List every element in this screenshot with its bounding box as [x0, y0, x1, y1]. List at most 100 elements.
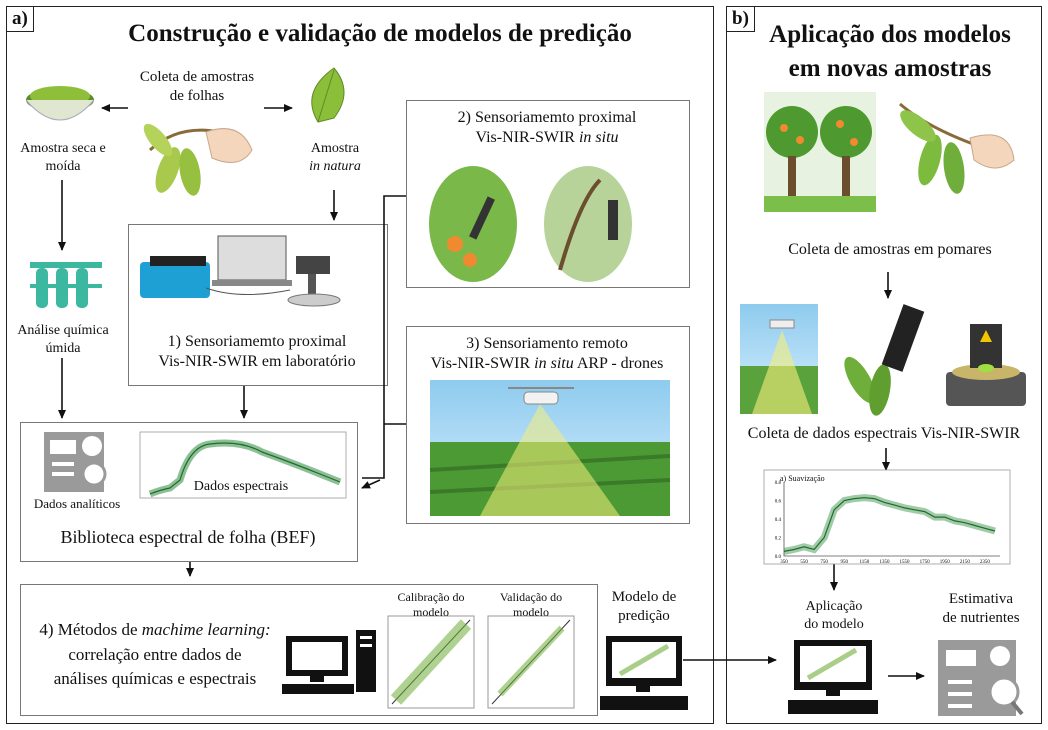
- proximal-sensing-label: 2) Sensoriamemto proximal Vis-NIR-SWIR i…: [406, 108, 688, 148]
- panel-b-title-line1: Aplicação dos modelos: [769, 21, 1011, 48]
- ml-line3: análises químicas e espectrais: [53, 669, 257, 689]
- proximal-line2-b: in situ: [578, 129, 619, 146]
- orange-orchard-image: [764, 92, 876, 212]
- validation-label: Validação do modelo: [484, 590, 578, 620]
- flow-arrows: [58, 104, 925, 680]
- dry-sample-line2: moída: [45, 158, 81, 174]
- model-application-line2: do modelo: [804, 616, 864, 632]
- calibration-line2: modelo: [413, 605, 449, 619]
- spectral-data-label: Dados espectrais: [186, 478, 296, 496]
- remote-line2-b: in situ: [534, 355, 574, 372]
- proximal-line2-a: Vis-NIR-SWIR: [475, 129, 579, 146]
- leaf-probe-icon: [844, 304, 925, 416]
- ml-line1: 4) Métodos de machime learning:: [24, 618, 286, 643]
- chart-marks: 350 550 750 950 1150 1350 1550 1750 1950 2150 2350…: [775, 481, 1000, 565]
- remote-sensing-label: 3) Sensoriamento remoto Vis-NIR-SWIR in …: [406, 334, 688, 374]
- validation-line2: modelo: [513, 605, 549, 619]
- y-tick-label: 0.0: [775, 555, 782, 560]
- validation-scatter-plot: [487, 615, 575, 709]
- nutrient-line2: de nutrientes: [942, 609, 1020, 626]
- hand-leaves-icon: [143, 123, 253, 196]
- desktop-computer-icon: [282, 630, 376, 694]
- analytical-data-icon: [44, 432, 107, 492]
- model-application-label: Aplicação do modelo: [784, 598, 884, 633]
- remote-line2-c: ARP - drones: [573, 355, 664, 372]
- y-tick-label: 0.2: [775, 537, 782, 542]
- proximal-line1: 2) Sensoriamemto proximal: [457, 109, 637, 126]
- test-tubes-icon: [30, 262, 102, 308]
- fresh-sample-label: Amostra in natura: [290, 140, 380, 175]
- panel-b-tag: b): [726, 6, 755, 32]
- wet-chem-label: Análise química úmida: [8, 322, 118, 357]
- x-tick-label: 1950: [940, 560, 951, 565]
- library-label: Biblioteca espectral de folha (BEF): [60, 527, 316, 547]
- validation-line1: Validação do: [499, 590, 563, 604]
- x-tick-label: 950: [841, 560, 849, 565]
- drone-field-image: [740, 304, 818, 414]
- nutrient-estimate-label: Estimativa de nutrientes: [926, 590, 1036, 628]
- prediction-model-label: Modelo de predição: [594, 588, 694, 626]
- remote-line1: 3) Sensoriamento remoto: [466, 335, 628, 352]
- drone-scene: [429, 380, 671, 516]
- dry-sample-label: Amostra seca e moída: [8, 140, 118, 175]
- panel-b-title: Aplicação dos modelos em novas amostras: [740, 18, 1040, 86]
- dry-sample-line1: Amostra seca e: [20, 141, 106, 156]
- x-tick-label: 1750: [920, 560, 931, 565]
- fresh-sample-line2: in natura: [309, 158, 361, 174]
- lab-equipment-icon: [140, 235, 341, 307]
- chart-axes: [783, 482, 1000, 557]
- proximal-insitu-images: [429, 166, 632, 282]
- orchard-collection-label: Coleta de amostras em pomares: [788, 241, 992, 258]
- lab-sensing-line1: 1) Sensoriamemto proximal: [167, 333, 347, 350]
- prediction-monitor-icon: [600, 636, 688, 710]
- collection-label-line2: de folhas: [169, 87, 225, 104]
- spectral-collection-label: Coleta de dados espectrais Vis-NIR-SWIR: [747, 425, 1021, 442]
- x-tick-label: 550: [800, 560, 808, 565]
- lab-sensing-label: 1) Sensoriamemto proximal Vis-NIR-SWIR e…: [128, 332, 386, 372]
- fresh-leaf-icon: [311, 67, 345, 123]
- proximal-line2: Vis-NIR-SWIR in situ: [406, 128, 688, 148]
- y-tick-label: 0.4: [775, 518, 782, 523]
- remote-line2-a: Vis-NIR-SWIR: [430, 355, 535, 372]
- nutrient-report-icon: [938, 640, 1024, 716]
- calibration-scatter-plot: [387, 615, 475, 709]
- collection-label-line1: Coleta de amostras: [139, 69, 255, 85]
- remote-line2: Vis-NIR-SWIR in situ ARP - drones: [406, 354, 688, 374]
- y-tick-label: 0.8: [775, 481, 782, 486]
- wet-chem-line1: Análise química: [17, 323, 109, 338]
- prediction-line1: Modelo de: [611, 589, 677, 605]
- x-tick-label: 1350: [879, 560, 890, 565]
- calibration-line1: Calibração do: [397, 590, 465, 604]
- prediction-line2: predição: [618, 607, 670, 624]
- collection-label: Coleta de amostras de folhas: [124, 68, 270, 106]
- x-tick-label: 750: [820, 560, 828, 565]
- benchtop-spectrometer-icon: [946, 324, 1026, 406]
- application-monitor-icon: [788, 640, 878, 714]
- y-tick-label: 0.6: [775, 500, 782, 505]
- ml-line1-b: machime learning:: [141, 620, 271, 639]
- fresh-sample-line1: Amostra: [310, 141, 360, 156]
- spectra-line-0: [783, 497, 996, 552]
- orchard-leaves-hand-icon: [899, 102, 1015, 194]
- wet-chem-line2: úmida: [45, 340, 81, 356]
- ml-label: 4) Métodos de machime learning: correlaç…: [24, 618, 286, 692]
- panel-a-tag: a): [6, 6, 34, 32]
- x-tick-label: 2150: [960, 560, 971, 565]
- analytical-data-label: Dados analíticos: [33, 496, 121, 511]
- x-tick-label: 1150: [859, 560, 869, 565]
- panel-b-title-line2: em novas amostras: [788, 54, 992, 82]
- ml-line2: correlação entre dados de: [68, 644, 242, 664]
- x-tick-label: 1550: [900, 560, 911, 565]
- ground-sample-bowl-icon: [25, 86, 95, 121]
- lab-sensing-line2: Vis-NIR-SWIR em laboratório: [158, 353, 356, 370]
- chart-title: a) Suavização: [780, 474, 825, 483]
- panel-b-spectra-chart: [763, 469, 1011, 565]
- nutrient-line1: Estimativa: [948, 591, 1014, 607]
- x-tick-label: 2350: [980, 560, 991, 565]
- model-application-line1: Aplicação: [805, 599, 863, 614]
- calibration-label: Calibração do modelo: [384, 590, 478, 620]
- x-tick-label: 350: [780, 560, 788, 565]
- panel-a-title: Construção e validação de modelos de pre…: [128, 20, 632, 47]
- ml-line1-a: 4) Métodos de: [39, 620, 142, 639]
